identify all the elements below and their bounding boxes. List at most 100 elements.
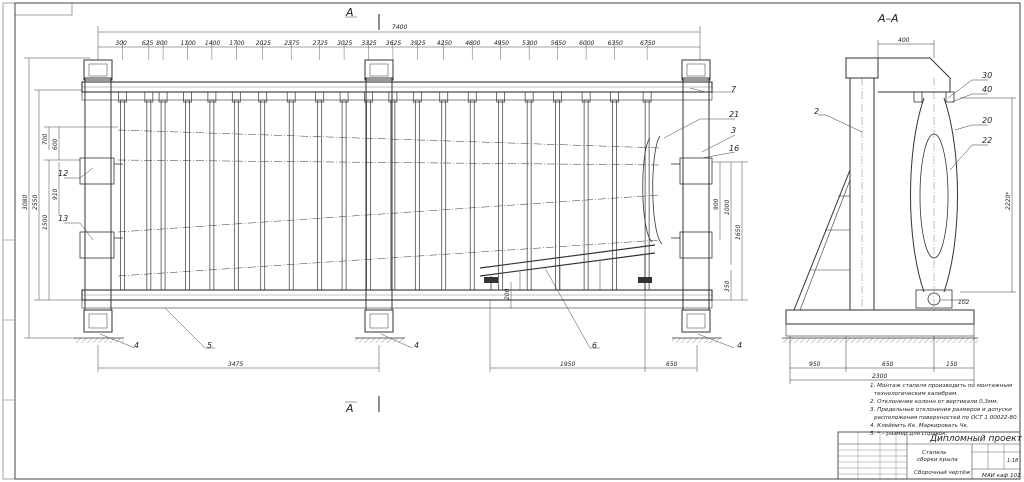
top-chain-dim-label: 625: [142, 40, 154, 47]
overall-width-dim: 7400: [392, 24, 407, 31]
note-line: 1. Монтаж стапеля производить по монтажн…: [870, 383, 1013, 389]
rib-clamp: [207, 91, 217, 103]
rib-post: [583, 99, 589, 291]
front-dimensions: [24, 14, 748, 412]
callout-2: 2: [814, 107, 819, 116]
dim-350: 350: [724, 280, 731, 292]
drawing-type: Сборочный чертёж: [914, 470, 971, 476]
top-chain-dim-label: 1700: [229, 40, 244, 47]
rib-post: [185, 99, 190, 291]
top-chain-dim-label: 5300: [522, 40, 537, 47]
organization: МАИ каф 101: [982, 473, 1021, 479]
top-chain-dim-label: 6350: [608, 40, 623, 47]
callout-4-middle: 4: [414, 341, 419, 350]
rib-post: [209, 99, 215, 291]
callout-13: 13: [58, 214, 68, 223]
dim-650-side: 650: [882, 361, 894, 368]
callout-4-right: 4: [737, 341, 742, 350]
rib-clamp: [524, 91, 534, 103]
callout-16: 16: [729, 144, 739, 153]
dim-1000: 1000: [724, 200, 731, 215]
rib-clamp: [339, 91, 349, 103]
callout-6: 6: [592, 341, 597, 350]
section-mark-bottom: A: [345, 402, 354, 415]
rib-clamp: [144, 91, 154, 103]
dim-400: 400: [898, 37, 910, 44]
rib-post: [288, 99, 294, 291]
dim-2300: 2300: [872, 373, 887, 380]
top-chain-dim-label: 1100: [180, 40, 195, 47]
callout-20: 20: [982, 116, 992, 125]
note-line: 5. * – размер для справок.: [870, 431, 948, 437]
note-line: 3. Предельные отклонения размеров и допу…: [870, 407, 1012, 413]
rib-clamp: [581, 91, 591, 103]
rib-post: [160, 99, 166, 291]
dim-650-bottom: 650: [666, 361, 678, 368]
top-chain-dim-label: 5650: [551, 40, 566, 47]
callout-22: 22: [982, 136, 992, 145]
top-chain-dim-label: 2025: [256, 40, 271, 47]
rib-clamp: [231, 91, 241, 103]
top-chain-dim-label: 3025: [337, 40, 352, 47]
rib-clamp: [553, 91, 562, 103]
rib-post: [120, 99, 125, 291]
drawing-scale: 1:18: [1007, 458, 1018, 464]
callout-4-left: 4: [134, 341, 139, 350]
dim-2550: 2550: [32, 195, 39, 210]
front-view: [74, 59, 722, 343]
dim-910: 910: [52, 188, 59, 200]
callout-30: 30: [982, 71, 992, 80]
dim-3475: 3475: [228, 361, 243, 368]
note-line: 2. Отклонение колонн от вертикали 0,3мм.: [870, 399, 998, 405]
dim-200: 200: [504, 288, 511, 300]
top-chain-dim-label: 4250: [437, 40, 452, 47]
dim-1650: 1650: [735, 225, 742, 240]
rib-clamp: [286, 91, 296, 103]
rib-post: [612, 99, 617, 291]
rib-clamp: [467, 91, 477, 103]
rib-clamp: [439, 91, 449, 103]
rib-post: [146, 99, 152, 291]
technical-notes: 1. Монтаж стапеля производить по монтажн…: [870, 383, 1019, 437]
dim-3080: 3080: [22, 195, 29, 210]
callout-3: 3: [731, 126, 736, 135]
rib-post: [260, 99, 266, 291]
rib-clamp: [315, 91, 325, 103]
rib-post: [526, 99, 532, 291]
drawing-name-line2: сборки крыла: [917, 457, 958, 463]
rib-clamp: [496, 91, 506, 103]
dim-1500: 1500: [42, 215, 49, 230]
top-chain-dim-label: 4600: [465, 40, 480, 47]
callout-12: 12: [58, 169, 68, 178]
note-line: 4. Клеймить Кк. Маркировать Чк.: [870, 423, 969, 429]
dim-102: 102: [958, 299, 970, 306]
front-callout-leaders: [64, 87, 736, 349]
top-chain-dim-label: 3325: [361, 40, 376, 47]
top-chain-dim-label: 6750: [640, 40, 655, 47]
top-chain-dim-label: 3625: [386, 40, 401, 47]
section-view-title: A–A: [877, 12, 899, 25]
dim-150: 150: [946, 361, 958, 368]
top-chain-dim-label: 3925: [410, 40, 425, 47]
top-chain-dim-label: 2725: [313, 40, 328, 47]
top-chain-dim-label: 4950: [494, 40, 509, 47]
rib-post: [366, 99, 371, 291]
rib-clamp: [412, 91, 422, 103]
section-view: [782, 40, 1016, 384]
rib-post: [555, 99, 560, 291]
callout-21: 21: [729, 110, 739, 119]
rib-post: [341, 99, 347, 291]
dim-700: 700: [42, 133, 49, 145]
rib-post: [644, 99, 650, 291]
section-mark-top: A: [345, 6, 354, 19]
rib-clamp: [183, 91, 192, 103]
rib-post: [441, 99, 447, 291]
note-line: технологическим калибрам.: [874, 391, 958, 397]
project-title: Дипломный проект: [929, 434, 1023, 444]
drawing-name-line1: Стапель: [922, 450, 947, 456]
callout-7: 7: [731, 85, 737, 94]
title-block-text: Дипломный проект Стапель сборки крыла Сб…: [914, 434, 1023, 479]
rib-clamp: [610, 91, 619, 103]
